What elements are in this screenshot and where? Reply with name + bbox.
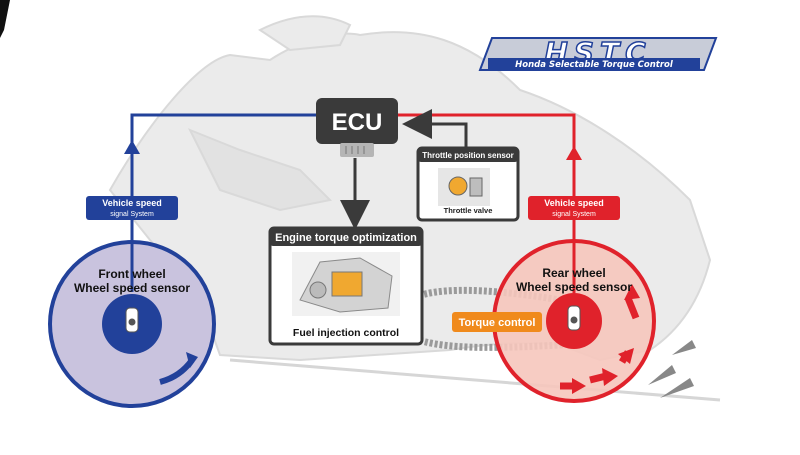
engine-panel-title: Engine torque optimization — [275, 232, 417, 244]
front-wheel-label: Front wheel — [98, 267, 165, 281]
front-signal-badge: Vehicle speed signal System — [86, 196, 178, 220]
rear-wheel-label: Rear wheel — [542, 266, 605, 280]
front-signal-arrow — [124, 140, 140, 154]
rear-signal-line2: signal System — [552, 211, 596, 218]
engine-torque-panel: Engine torque optimization Fuel injectio… — [268, 226, 424, 346]
throttle-sensor-title: Throttle position sensor — [422, 151, 514, 160]
hstc-logo: HSTC Honda Selectable Torque Control — [478, 35, 718, 71]
rear-signal-badge: Vehicle speed signal System — [528, 196, 620, 220]
rear-signal-arrow — [566, 146, 582, 160]
ecu-unit: ECU — [316, 98, 398, 157]
front-signal-line1: Vehicle speed — [102, 198, 162, 208]
rear-signal-line1: Vehicle speed — [544, 198, 604, 208]
torque-control-label: Torque control — [459, 317, 536, 329]
fuel-injection-caption: Fuel injection control — [293, 327, 399, 339]
ecu-label: ECU — [332, 109, 383, 136]
torque-control-badge: Torque control — [452, 312, 542, 332]
motion-streaks — [648, 340, 696, 398]
hstc-logo-subtitle: Honda Selectable Torque Control — [515, 60, 674, 70]
throttle-sensor-panel: Throttle position sensor Throttle valve — [416, 146, 520, 222]
throttle-to-ecu-arrow — [402, 109, 468, 150]
front-wheel-sensor-label: Wheel speed sensor — [74, 281, 190, 295]
corner-mark — [0, 0, 10, 38]
rear-wheel-sensor-label: Wheel speed sensor — [516, 280, 632, 294]
rear-signal-line — [398, 113, 576, 293]
front-signal-line2: signal System — [110, 211, 154, 218]
throttle-valve-caption: Throttle valve — [444, 206, 493, 215]
front-wheel — [48, 240, 216, 408]
front-signal-line — [130, 113, 318, 292]
